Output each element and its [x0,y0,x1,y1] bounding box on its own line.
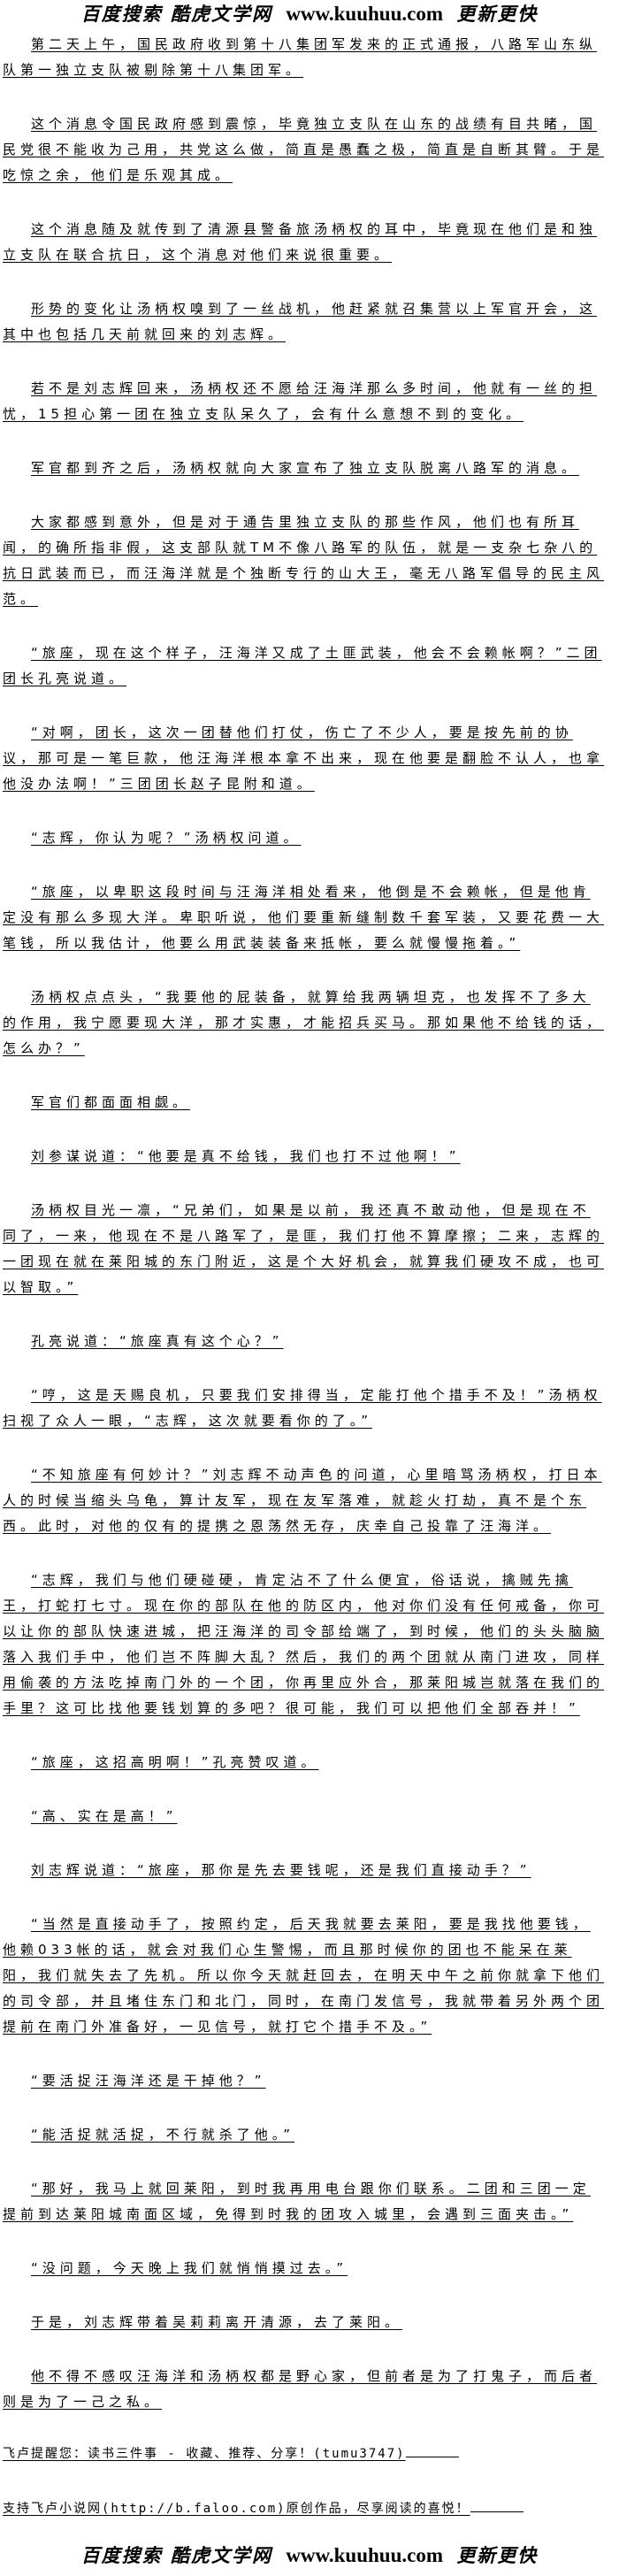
chapter-content: 第二天上午，国民政府收到第十八集团军发来的正式通报，八路军山东纵队第一独立支队被… [3,32,606,2415]
paragraph-text: “不知旅座有何妙计？”刘志辉不动声色的问道，心里暗骂汤柄权，打日本人的时候当缩头… [3,1467,602,1534]
paragraph: 刘志辉说道：“旅座，那你是先去要钱呢，还是我们直接动手？” [3,1858,606,1883]
footer-support: 支持飞卢小说网(http://b.faloo.com)原创作品，尽享阅读的喜悦！ [3,2498,613,2518]
paragraph: 军官都到齐之后，汤柄权就向大家宣布了独立支队脱离八路军的消息。 [3,456,606,481]
paragraph: “要活捉汪海洋还是干掉他？” [3,2068,606,2094]
underline-fill [405,2443,459,2457]
paragraph-text: “对啊，团长，这次一团替他们打仗，伤亡了不少人，要是按先前的协议，那可是一笔巨款… [3,724,605,792]
paragraph-text: 第二天上午，国民政府收到第十八集团军发来的正式通报，八路军山东纵队第一独立支队被… [3,36,598,78]
paragraph: “旅座，现在这个样子，汪海洋又成了土匪武装，他会不会赖帐啊？”二团团长孔亮说道。 [3,640,606,692]
paragraph-text: 若不是刘志辉回来，汤柄权还不愿给汪海洋那么多时间，他就有一丝的担忧，15担心第一… [3,380,598,422]
footer-reminder-text: 飞卢提醒您：读书三件事 - 收藏、推荐、分享！(tumu3747) [3,2447,406,2461]
paragraph-text: “旅座，以卑职这段时间与汪海洋相处看来，他倒是不会赖帐，但是他肯定没有那么多现大… [3,884,605,951]
paragraph: “志辉，我们与他们硬碰硬，肯定沾不了什么便宜，俗话说，擒贼先擒王，打蛇打七寸。现… [3,1568,606,1721]
paragraph: “旅座，以卑职这段时间与汪海洋相处看来，他倒是不会赖帐，但是他肯定没有那么多现大… [3,879,606,956]
paragraph-text: “没问题，今天晚上我们就悄悄摸过去。” [31,2260,348,2276]
banner-site-name: 百度搜索 酷虎文学网 [80,2544,272,2566]
paragraph-text: 形势的变化让汤柄权嗅到了一丝战机，他赶紧就召集营以上军官开会，这其中也包括几天前… [3,301,598,342]
paragraph-text: “哼，这是天赐良机，只要我们安排得当，定能打他个措手不及！”汤柄权扫视了众人一眼… [3,1387,602,1429]
paragraph-text: 他不得不感叹汪海洋和汤柄权都是野心家，但前者是为了打鬼子，而后者则是为了一己之私… [3,2368,598,2410]
paragraph: 于是，刘志辉带着吴莉莉离开清源，去了莱阳。 [3,2310,606,2335]
paragraph: 他不得不感叹汪海洋和汤柄权都是野心家，但前者是为了打鬼子，而后者则是为了一己之私… [3,2364,606,2415]
paragraph: 这个消息随及就传到了清源县警备旅汤柄权的耳中，毕竟现在他们是和独立支队在联合抗日… [3,217,606,268]
paragraph-text: “要活捉汪海洋还是干掉他？” [31,2073,266,2089]
paragraph-text: “那好，我马上就回莱阳，到时我再用电台跟你们联系。二团和三团一定提前到达莱阳城南… [3,2181,591,2222]
paragraph: “志辉，你认为呢？”汤柄权问道。 [3,825,606,851]
paragraph: “高、实在是高！” [3,1804,606,1829]
footer-support-link[interactable]: 支持飞卢小说网(http://b.faloo.com)原创作品，尽享阅读的喜悦！ [3,2502,470,2516]
banner-slogan: 更新更快 [456,3,539,25]
paragraph-text: “旅座，这招高明啊！”孔亮赞叹道。 [31,1754,319,1770]
paragraph: 刘参谋说道：“他要是真不给钱，我们也打不过他啊！” [3,1144,606,1169]
paragraph-text: 于是，刘志辉带着吴莉莉离开清源，去了莱阳。 [31,2314,403,2330]
paragraph-text: 汤柄权目光一凛，“兄弟们，如果是以前，我还真不敢动他，但是现在不同了，一来，他现… [3,1202,605,1295]
paragraph-text: “能活捉就活捉，不行就杀了他。” [31,2127,295,2143]
paragraph-text: “高、实在是高！” [31,1808,178,1824]
paragraph-text: 大家都感到意外，但是对于通告里独立支队的那些作风，他们也有所耳闻，的确所指非假，… [3,514,605,607]
paragraph: “旅座，这招高明啊！”孔亮赞叹道。 [3,1750,606,1775]
paragraph: 形势的变化让汤柄权嗅到了一丝战机，他赶紧就召集营以上军官开会，这其中也包括几天前… [3,296,606,348]
paragraph: “对啊，团长，这次一团替他们打仗，伤亡了不少人，要是按先前的协议，那可是一笔巨款… [3,720,606,797]
paragraph-text: “当然是直接动手了，按照约定，后天我就要去莱阳，要是我找他要钱，他赖033帐的话… [3,1916,605,2035]
paragraph-text: 刘志辉说道：“旅座，那你是先去要钱呢，还是我们直接动手？” [31,1862,531,1878]
paragraph: “哼，这是天赐良机，只要我们安排得当，定能打他个措手不及！”汤柄权扫视了众人一眼… [3,1383,606,1434]
paragraph-text: 这个消息随及就传到了清源县警备旅汤柄权的耳中，毕竟现在他们是和独立支队在联合抗日… [3,221,598,263]
paragraph-text: “志辉，我们与他们硬碰硬，肯定沾不了什么便宜，俗话说，擒贼先擒王，打蛇打七寸。现… [3,1572,605,1716]
site-banner-bottom: 百度搜索 酷虎文学网 www.kuuhuu.com 更新更快 [0,2544,619,2576]
paragraph: “那好，我马上就回莱阳，到时我再用电台跟你们联系。二团和三团一定提前到达莱阳城南… [3,2176,606,2227]
paragraph: 若不是刘志辉回来，汤柄权还不愿给汪海洋那么多时间，他就有一丝的担忧，15担心第一… [3,376,606,427]
paragraph: “能活捉就活捉，不行就杀了他。” [3,2122,606,2148]
paragraph-text: “旅座，现在这个样子，汪海洋又成了土匪武装，他会不会赖帐啊？”二团团长孔亮说道。 [3,645,602,686]
paragraph: 汤柄权目光一凛，“兄弟们，如果是以前，我还真不敢动他，但是现在不同了，一来，他现… [3,1198,606,1300]
paragraph: 汤柄权点点头，“我要他的屁装备，就算给我两辆坦克，也发挥不了多大的作用，我宁愿要… [3,985,606,1062]
banner-url: www.kuuhuu.com [286,2544,443,2566]
paragraph-text: 这个消息令国民政府感到震惊，毕竟独立支队在山东的战绩有目共睹，国民党很不能收为己… [3,116,605,183]
underline-fill [470,2498,523,2512]
paragraph: 这个消息令国民政府感到震惊，毕竟独立支队在山东的战绩有目共睹，国民党很不能收为己… [3,111,606,188]
banner-url: www.kuuhuu.com [286,3,443,25]
paragraph: “当然是直接动手了，按照约定，后天我就要去莱阳，要是我找他要钱，他赖033帐的话… [3,1912,606,2040]
paragraph: “不知旅座有何妙计？”刘志辉不动声色的问道，心里暗骂汤柄权，打日本人的时候当缩头… [3,1462,606,1539]
paragraph-text: 孔亮说道：“旅座真有这个心？” [31,1333,284,1349]
paragraph: “没问题，今天晚上我们就悄悄摸过去。” [3,2256,606,2281]
paragraph: 军官们都面面相觑。 [3,1090,606,1116]
paragraph-text: 汤柄权点点头，“我要他的屁装备，就算给我两辆坦克，也发挥不了多大的作用，我宁愿要… [3,989,605,1056]
site-banner-top: 百度搜索 酷虎文学网 www.kuuhuu.com 更新更快 [0,0,619,26]
paragraph-text: 刘参谋说道：“他要是真不给钱，我们也打不过他啊！” [31,1148,461,1164]
footer-reminder: 飞卢提醒您：读书三件事 - 收藏、推荐、分享！(tumu3747) [3,2443,613,2463]
paragraph: 孔亮说道：“旅座真有这个心？” [3,1329,606,1354]
banner-slogan: 更新更快 [456,2544,539,2566]
paragraph: 大家都感到意外，但是对于通告里独立支队的那些作风，他们也有所耳闻，的确所指非假，… [3,510,606,612]
paragraph-text: 军官都到齐之后，汤柄权就向大家宣布了独立支队脱离八路军的消息。 [31,460,580,476]
paragraph: 第二天上午，国民政府收到第十八集团军发来的正式通报，八路军山东纵队第一独立支队被… [3,32,606,83]
paragraph-text: “志辉，你认为呢？”汤柄权问道。 [31,830,302,846]
banner-site-name: 百度搜索 酷虎文学网 [80,3,272,25]
paragraph-text: 军官们都面面相觑。 [31,1094,191,1110]
